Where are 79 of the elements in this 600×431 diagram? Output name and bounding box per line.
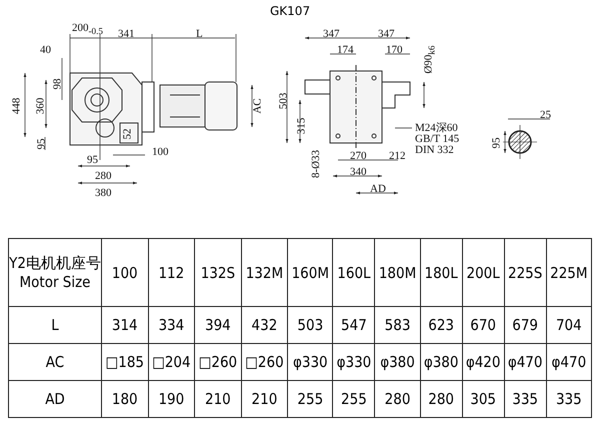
dimension-value: 503 [288, 306, 333, 344]
dimension-label: 95 [87, 154, 98, 166]
center-hole-note: M24深60 [415, 122, 458, 134]
dimension-value: φ330 [332, 344, 375, 380]
row-header: AD [8, 380, 102, 418]
dimension-value: 210 [241, 380, 288, 418]
dimension-value: 190 [148, 380, 195, 418]
motor-size-value: 180M [374, 238, 420, 306]
dimension-label: 98 [52, 78, 64, 90]
dimension-value: φ380 [374, 344, 420, 380]
dimension-label: 270 [350, 150, 366, 162]
dimension-label: 95 [490, 138, 502, 148]
dimension-value: φ420 [462, 344, 504, 380]
motor-size-value: 160M [288, 238, 333, 306]
dimension-value: 180 [102, 380, 148, 418]
dimension-label: 212 [389, 150, 406, 162]
row-header: AC [8, 344, 102, 380]
dimension-value: 335 [546, 380, 592, 418]
dimension-value: 670 [462, 306, 504, 344]
dimension-value: φ470 [504, 344, 546, 380]
dimension-label: 340 [350, 166, 366, 178]
motor-size-value: 112 [148, 238, 195, 306]
motor-size-value: 225M [546, 238, 592, 306]
motor-size-value: 132M [241, 238, 288, 306]
dimension-value: 583 [374, 306, 420, 344]
dimension-value: 255 [332, 380, 375, 418]
motor-size-value: 100 [102, 238, 148, 306]
dimension-value: 314 [102, 306, 148, 344]
dimension-value: 280 [420, 380, 462, 418]
dimension-label: 174 [337, 44, 354, 56]
dimension-label: 347 [378, 28, 394, 40]
dimension-label: 315 [295, 118, 308, 134]
dimension-value: 280 [374, 380, 420, 418]
center-hole-note: DIN 332 [415, 144, 454, 156]
dimension-label: AC [252, 98, 264, 114]
dimension-value: 210 [194, 380, 242, 418]
drawing-title: GK107 [270, 4, 310, 18]
dimension-label: 380 [95, 187, 112, 199]
dimension-label: 280 [95, 170, 112, 182]
dimension-label: L [196, 28, 203, 40]
dimension-value: 305 [462, 380, 504, 418]
motor-size-value: 180L [420, 238, 462, 306]
dimension-value: φ330 [288, 344, 333, 380]
dimension-label: 95 [36, 138, 48, 150]
dimension-label: 448 [10, 98, 22, 114]
dimension-value: □260 [241, 344, 288, 380]
dimension-label: 52 [122, 128, 134, 140]
dimension-value: 623 [420, 306, 462, 344]
dimension-label: AD [370, 183, 386, 195]
dimension-value: 432 [241, 306, 288, 344]
dimension-value: φ470 [546, 344, 592, 380]
dimension-label: 503 [277, 92, 290, 110]
dimension-label: 100 [152, 146, 168, 158]
motor-size-value: 225S [504, 238, 546, 306]
dimension-value: 679 [504, 306, 546, 344]
dimension-value: 704 [546, 306, 592, 344]
motor-size-value: 200L [462, 238, 504, 306]
row-header: L [8, 306, 102, 344]
dimension-value: φ380 [420, 344, 462, 380]
dimension-value: □260 [194, 344, 242, 380]
dimension-label: 360 [34, 98, 46, 114]
dimension-value: 255 [288, 380, 333, 418]
dimension-label: 8-Ø33 [310, 150, 322, 178]
dimension-value: 334 [148, 306, 195, 344]
dimension-value: □204 [148, 344, 195, 380]
center-hole-note: GB/T 145 [415, 133, 460, 145]
dimension-label: 341 [118, 28, 134, 40]
dimension-value: 394 [194, 306, 242, 344]
dimension-value: 335 [504, 380, 546, 418]
dimension-label: 170 [386, 44, 402, 56]
dimension-value: 547 [332, 306, 375, 344]
motor-size-value: 132S [194, 238, 242, 306]
row-header: Y2电机机座号 Motor Size [8, 238, 102, 306]
motor-size-value: 160L [332, 238, 375, 306]
dimension-value: □185 [102, 344, 148, 380]
dimension-label: 347 [323, 28, 340, 40]
dimension-label: 40 [40, 44, 51, 56]
dimension-label: 200$_{-0.5}$ [72, 22, 103, 38]
dimension-label: 25 [540, 109, 551, 121]
